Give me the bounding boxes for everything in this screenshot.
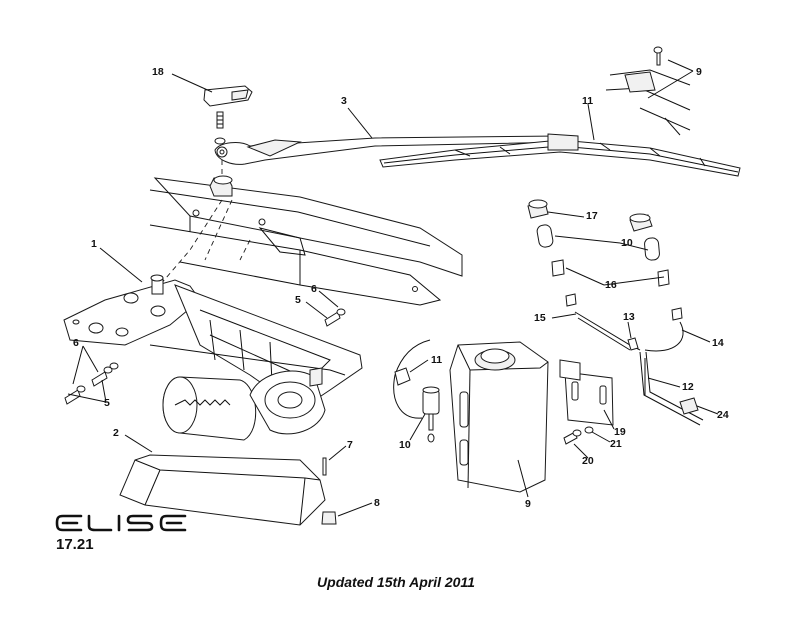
detail-inset (605, 46, 691, 136)
washer-pump (393, 339, 440, 443)
callout-4: 11 (582, 95, 593, 107)
callout-9: 9 (696, 66, 702, 78)
callout-22: 20 (582, 455, 594, 467)
fasteners (64, 308, 346, 525)
callout-17: 15 (534, 312, 546, 324)
callout-23: 21 (610, 438, 622, 450)
callout-7: 7 (347, 439, 353, 451)
wiper-motor (162, 367, 326, 441)
update-note: Updated 15th April 2011 (317, 574, 475, 590)
callout-2: 2 (113, 427, 119, 439)
washer-jets (527, 199, 704, 426)
callout-24: 24 (717, 409, 729, 421)
elise-logo (55, 512, 205, 539)
wiper-blade (379, 133, 741, 177)
callout-5-lower: 5 (104, 397, 110, 409)
callout-21: 19 (614, 426, 626, 438)
callout-20: 18 (152, 66, 164, 78)
callout-5-upper: 5 (295, 294, 301, 306)
motor-cover (119, 454, 326, 526)
spindle-cap (203, 85, 253, 107)
callout-8: 8 (374, 497, 380, 509)
callout-10: 10 (621, 237, 633, 249)
callout-18: 16 (605, 279, 617, 291)
spindle-stack (159, 111, 251, 286)
callout-6-upper: 6 (311, 283, 317, 295)
callout-13: 11 (431, 354, 442, 366)
washer-bottle (449, 341, 549, 493)
callout-labels: 18 3 11 9 1 2 5 6 6 5 7 8 17 10 16 15 13… (73, 66, 729, 510)
callout-3: 3 (341, 95, 347, 107)
leader-lines (67, 59, 719, 517)
callout-14: 12 (682, 381, 694, 393)
callout-19: 17 (586, 210, 598, 222)
callout-1: 1 (91, 238, 97, 250)
wiper-arm (214, 135, 572, 165)
bottle-bracket (559, 359, 614, 445)
callout-16: 14 (712, 337, 724, 349)
callout-6-lower: 6 (73, 337, 79, 349)
callout-12: 10 (399, 439, 411, 451)
callout-15: 13 (623, 311, 635, 323)
page-code: 17.21 (56, 536, 94, 553)
scuttle-panel (149, 177, 463, 306)
callout-11: 9 (525, 498, 531, 510)
